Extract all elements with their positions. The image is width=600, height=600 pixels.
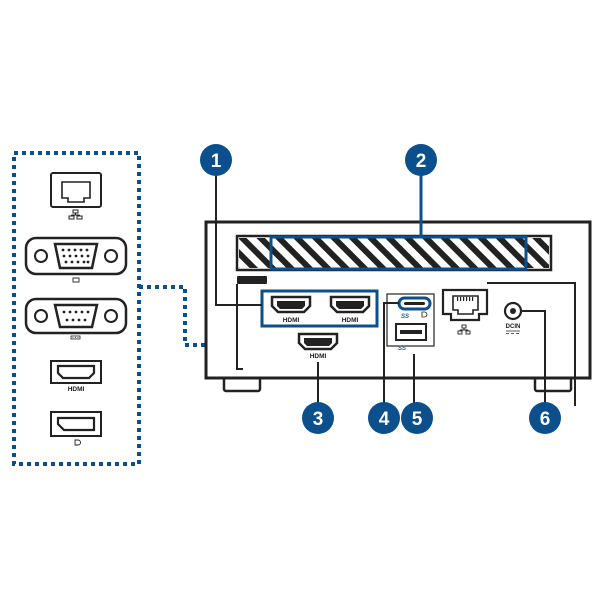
vent-grille-hatch-center	[271, 238, 526, 268]
hdmi-port-2-label: HDMI	[342, 317, 359, 324]
callout-4: 4	[368, 402, 400, 434]
ethernet-network-icon	[457, 324, 471, 335]
callout-3: 3	[302, 402, 334, 434]
vent-grille-hatch-right	[526, 238, 549, 268]
callout-6: 6	[529, 402, 561, 434]
callout-2-number: 2	[416, 151, 427, 172]
callout-1-number: 1	[211, 151, 222, 172]
option-hdmi-label: HDMI	[68, 386, 85, 393]
hdmi-ports-highlight	[260, 289, 379, 328]
ethernet-port	[441, 288, 489, 335]
device-rear: HDMI HDMI HDMI SS SS	[204, 220, 592, 393]
network-symbol-icon	[68, 209, 83, 220]
leader-6	[521, 310, 546, 407]
kensington-lock-slot	[237, 276, 267, 284]
usb-c-logo: SS	[401, 314, 409, 320]
dc-polarity-icon	[506, 330, 520, 334]
displayport-symbol-icon	[74, 439, 81, 446]
serial-symbol-icon	[70, 335, 81, 340]
option-hdmi: HDMI	[50, 360, 102, 393]
option-ethernet	[50, 172, 102, 220]
leader-1	[215, 170, 262, 306]
hdmi-port-3: HDMI	[297, 332, 339, 360]
callout-4-number: 4	[379, 409, 390, 430]
leader-ethernet	[487, 282, 576, 406]
usb-ports-frame	[386, 293, 435, 347]
leader-lines	[215, 170, 576, 407]
monitor-symbol-icon	[72, 277, 80, 283]
vent-grille-hatch-left	[239, 238, 271, 268]
optional-ports-panel: HDMI	[12, 151, 141, 466]
option-serial-com	[24, 297, 128, 340]
usb-a-logo: SS	[398, 346, 406, 352]
usb-c-port: SS	[397, 296, 432, 320]
hdmi-port-1: HDMI	[270, 295, 312, 324]
callout-5-number: 5	[412, 409, 423, 430]
callout-3-number: 3	[313, 409, 324, 430]
hdmi-port-3-label: HDMI	[310, 353, 327, 360]
optional-ports-dotted-border	[12, 151, 141, 466]
dc-in-label: DCIN	[506, 324, 521, 330]
leader-4	[383, 302, 399, 407]
hdmi-port-2: HDMI	[329, 295, 371, 324]
hdmi-port-1-label: HDMI	[283, 317, 300, 324]
option-displayport	[50, 411, 102, 446]
callout-6-number: 6	[540, 409, 551, 430]
callout-2: 2	[405, 144, 437, 176]
usb-a-port: SS	[395, 323, 427, 352]
displayport-alt-mode-icon	[421, 311, 428, 318]
vent-grille-highlight	[269, 235, 528, 271]
callout-1: 1	[200, 144, 232, 176]
callout-5: 5	[401, 402, 433, 434]
option-connector-dotted-line	[139, 285, 292, 347]
option-vga	[24, 236, 128, 283]
